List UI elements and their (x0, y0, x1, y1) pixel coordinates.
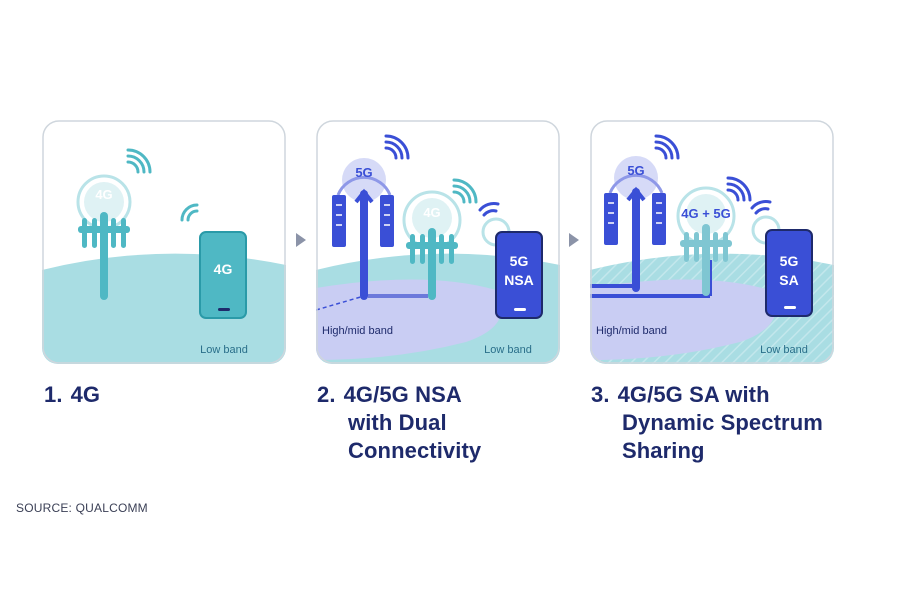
phone-nsa-icon (478, 202, 543, 319)
caption-number: 1. (44, 382, 63, 407)
diagram-nsa: 5G 4G (316, 120, 560, 364)
caption-line: 4G/5G SA with (617, 382, 770, 407)
low-band-area (42, 253, 286, 364)
panel-sa: 5G 4G + 5G (590, 120, 834, 364)
phone-4g-icon (180, 203, 247, 319)
arrow-icon (569, 233, 579, 247)
high-band-label: High/mid band (596, 325, 667, 337)
panel-nsa: 5G 4G (316, 120, 560, 364)
low-band-label: Low band (760, 344, 808, 356)
high-band-label: High/mid band (322, 325, 393, 337)
phone-sa-icon (750, 200, 813, 317)
tower-4g-icon (402, 178, 478, 300)
caption-line: with Dual (348, 410, 447, 435)
phone-line2: NSA (504, 272, 534, 288)
tower-4g-icon (76, 148, 152, 300)
caption-line: Sharing (622, 438, 705, 463)
caption-sa: 3. 4G/5G SA with Dynamic Spectrum Sharing (591, 381, 823, 465)
tower-label: 4G (95, 187, 112, 202)
caption-number: 3. (591, 382, 610, 407)
tower-5g-label: 5G (627, 163, 644, 178)
caption-number: 2. (317, 382, 336, 407)
caption-line: Dynamic Spectrum (622, 410, 823, 435)
tower-5g-icon (604, 134, 680, 292)
caption-line: 4G (70, 382, 101, 407)
phone-line2: SA (779, 272, 798, 288)
caption-line: Connectivity (348, 438, 482, 463)
phone-label: 4G (214, 261, 233, 277)
tower-mixed-label: 4G + 5G (681, 206, 731, 221)
diagram-4g: 4G 4G Low band (42, 120, 286, 364)
high-band-area (590, 279, 776, 360)
panel-4g: 4G 4G Low band (42, 120, 286, 364)
tower-5g-icon (332, 134, 410, 300)
low-band-label: Low band (200, 344, 248, 356)
caption-4g: 1. 4G (44, 381, 100, 409)
tower-mixed-icon (676, 176, 752, 296)
source-credit: SOURCE: QUALCOMM (16, 501, 148, 515)
tower-5g-label: 5G (355, 165, 372, 180)
caption-nsa: 2. 4G/5G NSA with Dual Connectivity (317, 381, 481, 465)
dashed-link (316, 295, 365, 311)
tower-4g-label: 4G (423, 205, 440, 220)
phone-line1: 5G (510, 253, 529, 269)
caption-line: 4G/5G NSA (343, 382, 462, 407)
phone-line1: 5G (780, 253, 799, 269)
low-band-label: Low band (484, 344, 532, 356)
diagram-sa: 5G 4G + 5G (590, 120, 834, 364)
arrow-icon (296, 233, 306, 247)
